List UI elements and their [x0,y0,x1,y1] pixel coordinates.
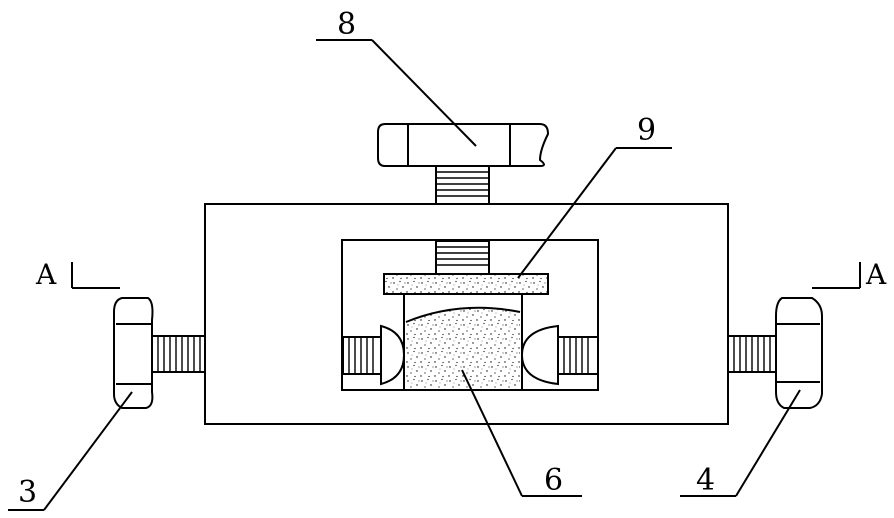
left-hex-head [114,298,153,408]
pressure-plate [384,274,548,294]
label-part-3: 3 [18,475,37,510]
label-section-left: A [35,258,57,291]
top-knob [378,124,548,166]
section-marker-left [72,262,120,288]
label-part-4: 4 [696,463,715,498]
specimen-block [404,294,522,390]
label-part-6: 6 [544,463,563,498]
left-outer-screw [152,336,205,372]
right-outer-screw [728,336,776,372]
label-part-9: 9 [637,113,656,148]
label-section-right: A [865,258,887,291]
top-screw-inner [436,241,489,274]
label-part-8: 8 [337,7,356,42]
section-marker-right [812,262,860,288]
top-screw-outer [436,166,489,204]
